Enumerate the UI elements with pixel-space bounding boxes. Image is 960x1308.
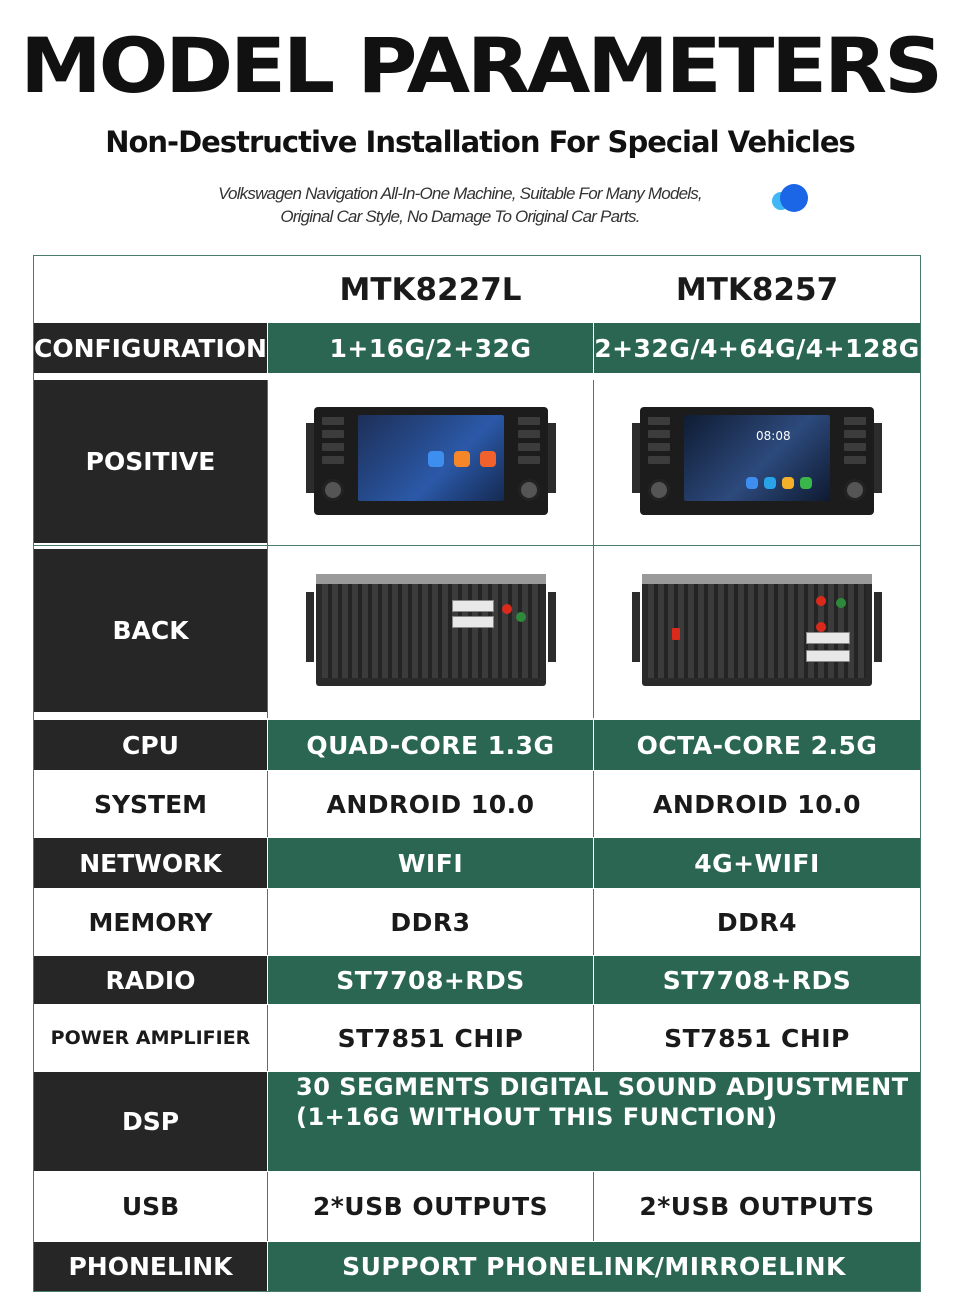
usb-value-1: 2*USB OUTPUTS bbox=[268, 1172, 593, 1241]
row-label-network: NETWORK bbox=[34, 838, 267, 888]
back-image-mtk8257 bbox=[594, 549, 920, 712]
cpu-value-2: OCTA-CORE 2.5G bbox=[594, 720, 920, 770]
system-value-2: ANDROID 10.0 bbox=[594, 771, 920, 837]
row-label-configuration: CONFIGURATION bbox=[34, 323, 267, 373]
grid-line bbox=[267, 380, 268, 718]
table-row-radio: RADIO ST7708+RDS ST7708+RDS bbox=[34, 956, 920, 1004]
configuration-value-2: 2+32G/4+64G/4+128G bbox=[594, 323, 920, 373]
row-label-usb: USB bbox=[34, 1172, 267, 1241]
grid-line bbox=[593, 1172, 594, 1241]
phonelink-value: SUPPORT PHONELINK/MIRROELINK bbox=[268, 1242, 920, 1291]
table-row-system: SYSTEM ANDROID 10.0 ANDROID 10.0 bbox=[34, 771, 920, 837]
dsp-line-1: 30 SEGMENTS DIGITAL SOUND ADJUSTMENT bbox=[296, 1073, 909, 1101]
front-image-mtk8227l bbox=[268, 380, 593, 543]
page-title: MODEL PARAMETERS bbox=[20, 21, 943, 110]
cpu-value-1: QUAD-CORE 1.3G bbox=[268, 720, 593, 770]
back-image-mtk8227l bbox=[268, 549, 593, 712]
screen-clock: 08:08 bbox=[756, 428, 791, 443]
memory-value-1: DDR3 bbox=[268, 889, 593, 955]
row-label-cpu: CPU bbox=[34, 720, 267, 770]
blue-bubble-icon bbox=[772, 184, 808, 216]
grid-line bbox=[593, 1005, 594, 1071]
table-row-configuration: CONFIGURATION 1+16G/2+32G 2+32G/4+64G/4+… bbox=[34, 323, 920, 373]
grid-line bbox=[267, 1005, 268, 1071]
memory-value-2: DDR4 bbox=[594, 889, 920, 955]
parameters-table: MTK8227L MTK8257 CONFIGURATION 1+16G/2+3… bbox=[33, 255, 921, 1292]
dsp-value: 30 SEGMENTS DIGITAL SOUND ADJUSTMENT (1+… bbox=[268, 1072, 920, 1171]
table-header-row: MTK8227L MTK8257 bbox=[34, 256, 920, 323]
description-line-2: Original Car Style, No Damage To Origina… bbox=[280, 207, 640, 226]
front-image-mtk8257: 08:08 bbox=[594, 380, 920, 543]
dsp-line-2: (1+16G WITHOUT THIS FUNCTION) bbox=[296, 1103, 778, 1131]
description-line-1: Volkswagen Navigation All-In-One Machine… bbox=[218, 184, 703, 203]
row-label-back: BACK bbox=[34, 549, 267, 712]
radio-value-1: ST7708+RDS bbox=[268, 956, 593, 1004]
table-row-cpu: CPU QUAD-CORE 1.3G OCTA-CORE 2.5G bbox=[34, 720, 920, 770]
head-unit-front-image: 08:08 bbox=[632, 401, 882, 523]
row-label-dsp: DSP bbox=[34, 1072, 267, 1171]
table-row-usb: USB 2*USB OUTPUTS 2*USB OUTPUTS bbox=[34, 1172, 920, 1241]
radio-value-2: ST7708+RDS bbox=[594, 956, 920, 1004]
row-label-phonelink: PHONELINK bbox=[34, 1242, 267, 1291]
grid-line bbox=[267, 1172, 268, 1241]
description: Volkswagen Navigation All-In-One Machine… bbox=[150, 182, 770, 228]
configuration-value-1: 1+16G/2+32G bbox=[268, 323, 593, 373]
grid-line bbox=[593, 380, 594, 718]
grid-line bbox=[34, 545, 920, 546]
grid-line bbox=[593, 771, 594, 837]
row-label-radio: RADIO bbox=[34, 956, 267, 1004]
table-row-memory: MEMORY DDR3 DDR4 bbox=[34, 889, 920, 955]
grid-line bbox=[593, 889, 594, 955]
page-subtitle: Non-Destructive Installation For Special… bbox=[105, 125, 856, 159]
table-row-positive: POSITIVE bbox=[34, 380, 920, 543]
row-label-power-amplifier: POWER AMPLIFIER bbox=[34, 1005, 267, 1071]
column-header-mtk8257: MTK8257 bbox=[594, 256, 920, 323]
row-label-system: SYSTEM bbox=[34, 771, 267, 837]
table-row-back: BACK bbox=[34, 549, 920, 712]
table-row-power-amplifier: POWER AMPLIFIER ST7851 CHIP ST7851 CHIP bbox=[34, 1005, 920, 1071]
table-row-network: NETWORK WIFI 4G+WIFI bbox=[34, 838, 920, 888]
table-row-dsp: DSP 30 SEGMENTS DIGITAL SOUND ADJUSTMENT… bbox=[34, 1072, 920, 1171]
network-value-1: WIFI bbox=[268, 838, 593, 888]
system-value-1: ANDROID 10.0 bbox=[268, 771, 593, 837]
row-label-memory: MEMORY bbox=[34, 889, 267, 955]
row-label-positive: POSITIVE bbox=[34, 380, 267, 543]
grid-line bbox=[267, 771, 268, 837]
head-unit-back-image bbox=[305, 570, 556, 692]
network-value-2: 4G+WIFI bbox=[594, 838, 920, 888]
table-row-phonelink: PHONELINK SUPPORT PHONELINK/MIRROELINK bbox=[34, 1242, 920, 1291]
amplifier-value-2: ST7851 CHIP bbox=[594, 1005, 920, 1071]
head-unit-front-image bbox=[305, 401, 556, 523]
amplifier-value-1: ST7851 CHIP bbox=[268, 1005, 593, 1071]
usb-value-2: 2*USB OUTPUTS bbox=[594, 1172, 920, 1241]
head-unit-back-image bbox=[632, 570, 882, 692]
column-header-mtk8227l: MTK8227L bbox=[268, 256, 593, 323]
grid-line bbox=[267, 889, 268, 955]
